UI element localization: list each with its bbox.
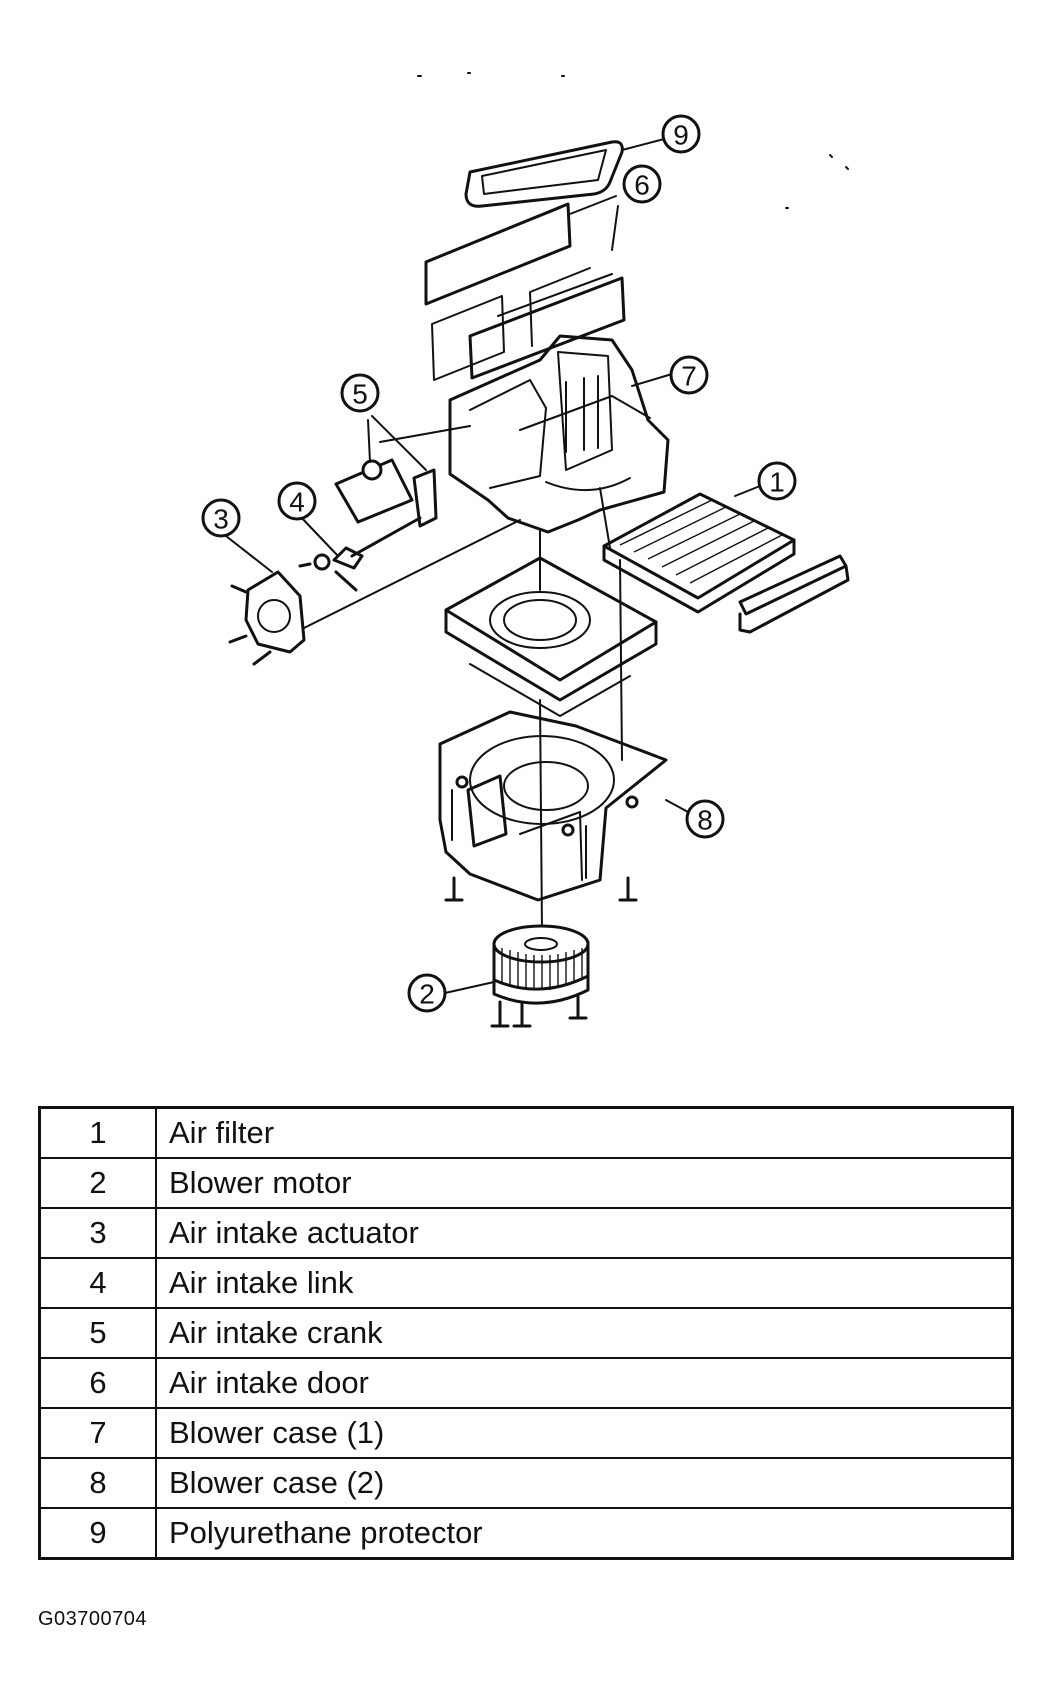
svg-text:8: 8 xyxy=(697,805,713,836)
svg-text:4: 4 xyxy=(289,487,305,518)
part-description: Air intake actuator xyxy=(155,1207,1014,1259)
svg-text:1: 1 xyxy=(769,467,785,498)
part-number: 6 xyxy=(38,1357,157,1409)
callout-5: 5 xyxy=(340,373,380,413)
blower-motor-part xyxy=(444,924,590,1028)
part-number: 5 xyxy=(38,1307,157,1359)
exploded-diagram: 1 2 3 4 5 6 7 8 9 xyxy=(201,72,850,1028)
intake-frame-part xyxy=(444,529,658,761)
svg-text:3: 3 xyxy=(213,504,229,535)
part-number: 4 xyxy=(38,1257,157,1309)
callout-1: 1 xyxy=(757,461,797,501)
callout-7: 7 xyxy=(669,355,709,395)
callout-8: 8 xyxy=(685,799,725,839)
part-description: Air intake link xyxy=(155,1257,1014,1309)
air-intake-actuator-part xyxy=(225,519,521,666)
svg-text:6: 6 xyxy=(634,170,650,201)
svg-text:7: 7 xyxy=(681,361,697,392)
part-description: Polyurethane protector xyxy=(155,1507,1014,1560)
part-description: Air filter xyxy=(155,1106,1014,1159)
part-description: Blower motor xyxy=(155,1157,1014,1209)
part-number: 7 xyxy=(38,1407,157,1459)
part-description: Air intake door xyxy=(155,1357,1014,1409)
screw-icon xyxy=(228,584,272,666)
part-number: 1 xyxy=(38,1106,157,1159)
part-description: Air intake crank xyxy=(155,1307,1014,1359)
blower-case-2-part xyxy=(438,699,689,931)
callout-6: 6 xyxy=(622,164,662,204)
part-number: 9 xyxy=(38,1507,157,1560)
part-number: 3 xyxy=(38,1207,157,1259)
callout-9: 9 xyxy=(661,114,701,154)
callout-3: 3 xyxy=(201,498,241,538)
air-filter-part xyxy=(599,485,850,634)
callout-4: 4 xyxy=(277,481,317,521)
air-intake-door-part xyxy=(424,195,626,381)
part-description: Blower case (2) xyxy=(155,1457,1014,1509)
svg-text:2: 2 xyxy=(419,979,435,1010)
air-intake-crank-part xyxy=(334,415,471,528)
screw-icon xyxy=(444,876,638,902)
print-specks xyxy=(417,72,849,209)
blower-case-1-part xyxy=(448,334,673,534)
screw-icon xyxy=(490,994,588,1028)
part-number: 8 xyxy=(38,1457,157,1509)
callout-2: 2 xyxy=(407,973,447,1013)
part-description: Blower case (1) xyxy=(155,1407,1014,1459)
svg-text:5: 5 xyxy=(352,379,368,410)
part-number: 2 xyxy=(38,1157,157,1209)
polyurethane-protector-part xyxy=(464,137,669,208)
air-intake-link-part xyxy=(297,513,422,592)
figure-code: G03700704 xyxy=(38,1608,148,1630)
svg-text:9: 9 xyxy=(673,120,689,151)
